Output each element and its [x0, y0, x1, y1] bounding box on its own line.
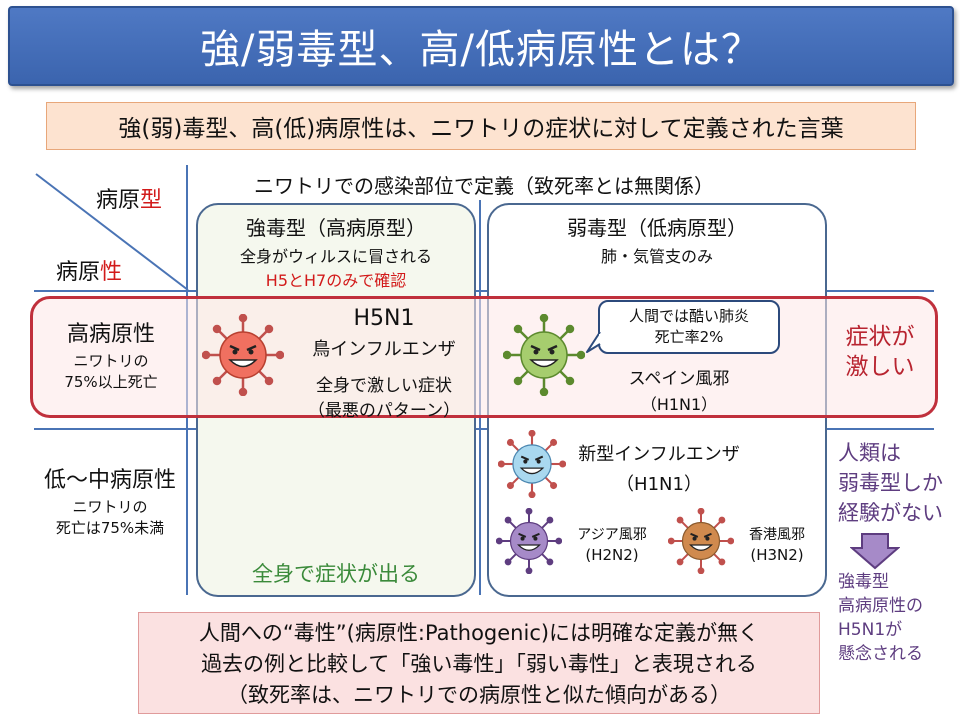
hongkong-flu-info: 香港風邪 (H3N2) — [736, 524, 818, 564]
toxicity-note-line1: 人間への“毒性”(病原性:Pathogenic)には明確な定義が無く — [198, 621, 760, 645]
weak-column-header: 弱毒型（低病原型） 肺・気管支のみ — [487, 212, 827, 267]
h5n1-name: H5N1 — [353, 306, 415, 331]
slide-title-bar: 強/弱毒型、高/低病原性とは？ — [8, 6, 954, 86]
strong-column-desc: 全身がウィルスに冒される — [239, 247, 432, 266]
toxicity-note-line2: 過去の例と比較して「強い毒性」「弱い毒性」と表現される — [201, 652, 757, 676]
grid-line-horizontal-top — [34, 290, 934, 292]
concern-line4: 懸念される — [838, 644, 923, 664]
row-high-sub2: 75%以上死亡 — [64, 373, 158, 391]
right-note-line3: 経験がない — [838, 501, 943, 525]
new-flu-code: （H1N1） — [616, 474, 702, 495]
h5n1-symptom2: （最悪のパターン） — [307, 401, 461, 421]
strong-column-title: 強毒型（高病原型） — [246, 216, 426, 240]
concern-line1: 強毒型 — [838, 572, 889, 592]
spanish-flu-bubble: 人間では酷い肺炎 死亡率2% — [598, 300, 780, 354]
row-low-sub2: 死亡は75%未満 — [55, 519, 165, 537]
severe-line2: 激しい — [845, 354, 915, 380]
virus-icon-purple — [495, 507, 563, 578]
hongkong-flu-name: 香港風邪 — [749, 527, 805, 543]
asian-flu-name: アジア風邪 — [577, 527, 647, 543]
concern-line3: H5N1が — [838, 620, 903, 640]
severe-line1: 症状が — [845, 324, 915, 350]
corner-type-label: 病原型 — [96, 182, 162, 214]
spanish-bubble-line1: 人間では酷い肺炎 — [628, 307, 749, 325]
corner-path-label-b: 性 — [100, 260, 123, 285]
corner-type-label-a: 病原 — [96, 188, 141, 213]
concern-note: 強毒型 高病原性の H5N1が 懸念される — [838, 570, 923, 666]
weak-column-title: 弱毒型（低病原型） — [567, 216, 747, 240]
asian-flu-code: (H2N2) — [585, 546, 639, 564]
strong-column-header: 強毒型（高病原型） 全身がウィルスに冒される H5とH7のみで確認 — [196, 212, 476, 291]
virus-icon-red — [201, 313, 285, 400]
spanish-bubble-line2: 死亡率2% — [654, 328, 724, 346]
slide-title: 強/弱毒型、高/低病原性とは？ — [200, 27, 762, 73]
hongkong-flu-code: (H3N2) — [750, 546, 804, 564]
right-note-line2: 弱毒型しか — [838, 471, 943, 495]
new-flu-info: 新型インフルエンザ （H1N1） — [566, 440, 752, 496]
h5n1-info: H5N1 鳥インフルエンザ 全身で激しい症状 （最悪のパターン） — [296, 306, 472, 421]
h5n1-symptom1: 全身で激しい症状 — [316, 376, 452, 396]
bubble-tail — [586, 331, 602, 353]
spanish-flu-code: （H1N1） — [640, 395, 718, 414]
row-low-sub1: ニワトリの — [72, 498, 148, 516]
corner-path-label-a: 病原 — [56, 260, 101, 285]
row-low-title: 低〜中病原性 — [43, 468, 176, 493]
weak-column-desc: 肺・気管支のみ — [600, 247, 713, 266]
right-note: 人類は 弱毒型しか 経験がない — [838, 438, 943, 528]
severe-symptoms-band — [30, 296, 938, 418]
severe-label: 症状が 激しい — [834, 322, 926, 382]
toxicity-note-box: 人間への“毒性”(病原性:Pathogenic)には明確な定義が無く 過去の例と… — [138, 612, 820, 714]
corner-type-label-b: 型 — [140, 188, 163, 213]
corner-diagonal-line — [35, 173, 189, 291]
definition-box: 強(弱)毒型、高(低)病原性は、ニワトリの症状に対して定義された言葉 — [46, 102, 916, 150]
new-flu-name: 新型インフルエンザ — [578, 444, 740, 465]
right-note-line1: 人類は — [838, 441, 901, 465]
definition-text: 強(弱)毒型、高(低)病原性は、ニワトリの症状に対して定義された言葉 — [118, 116, 844, 142]
h5n1-desc: 鳥インフルエンザ — [312, 339, 456, 360]
row-high-pathogenic: 高病原性 ニワトリの 75%以上死亡 — [36, 316, 186, 392]
row-high-title: 高病原性 — [66, 322, 155, 347]
spanish-flu-info: スペイン風邪 （H1N1） — [604, 364, 754, 415]
virus-icon-blue — [497, 429, 567, 502]
toxicity-note-line3: （致死率は、ニワトリでの病原性と似た傾向がある） — [227, 683, 731, 707]
spanish-flu-name: スペイン風邪 — [628, 369, 730, 389]
strong-column-bottom: 全身で症状が出る — [252, 562, 420, 586]
corner-pathogenicity-label: 病原性 — [56, 254, 122, 286]
row-low-pathogenic: 低〜中病原性 ニワトリの 死亡は75%未満 — [30, 462, 190, 538]
infection-site-header: ニワトリでの感染部位で定義（致死率とは無関係） — [254, 174, 714, 198]
asian-flu-info: アジア風邪 (H2N2) — [564, 524, 660, 564]
strong-column-note: H5とH7のみで確認 — [265, 271, 407, 290]
virus-icon-green — [502, 313, 586, 400]
grid-line-horizontal-bottom — [34, 428, 934, 430]
virus-icon-orange — [667, 507, 735, 578]
concern-line2: 高病原性の — [838, 596, 923, 616]
row-high-sub1: ニワトリの — [73, 352, 149, 370]
down-arrow-icon — [850, 533, 900, 570]
